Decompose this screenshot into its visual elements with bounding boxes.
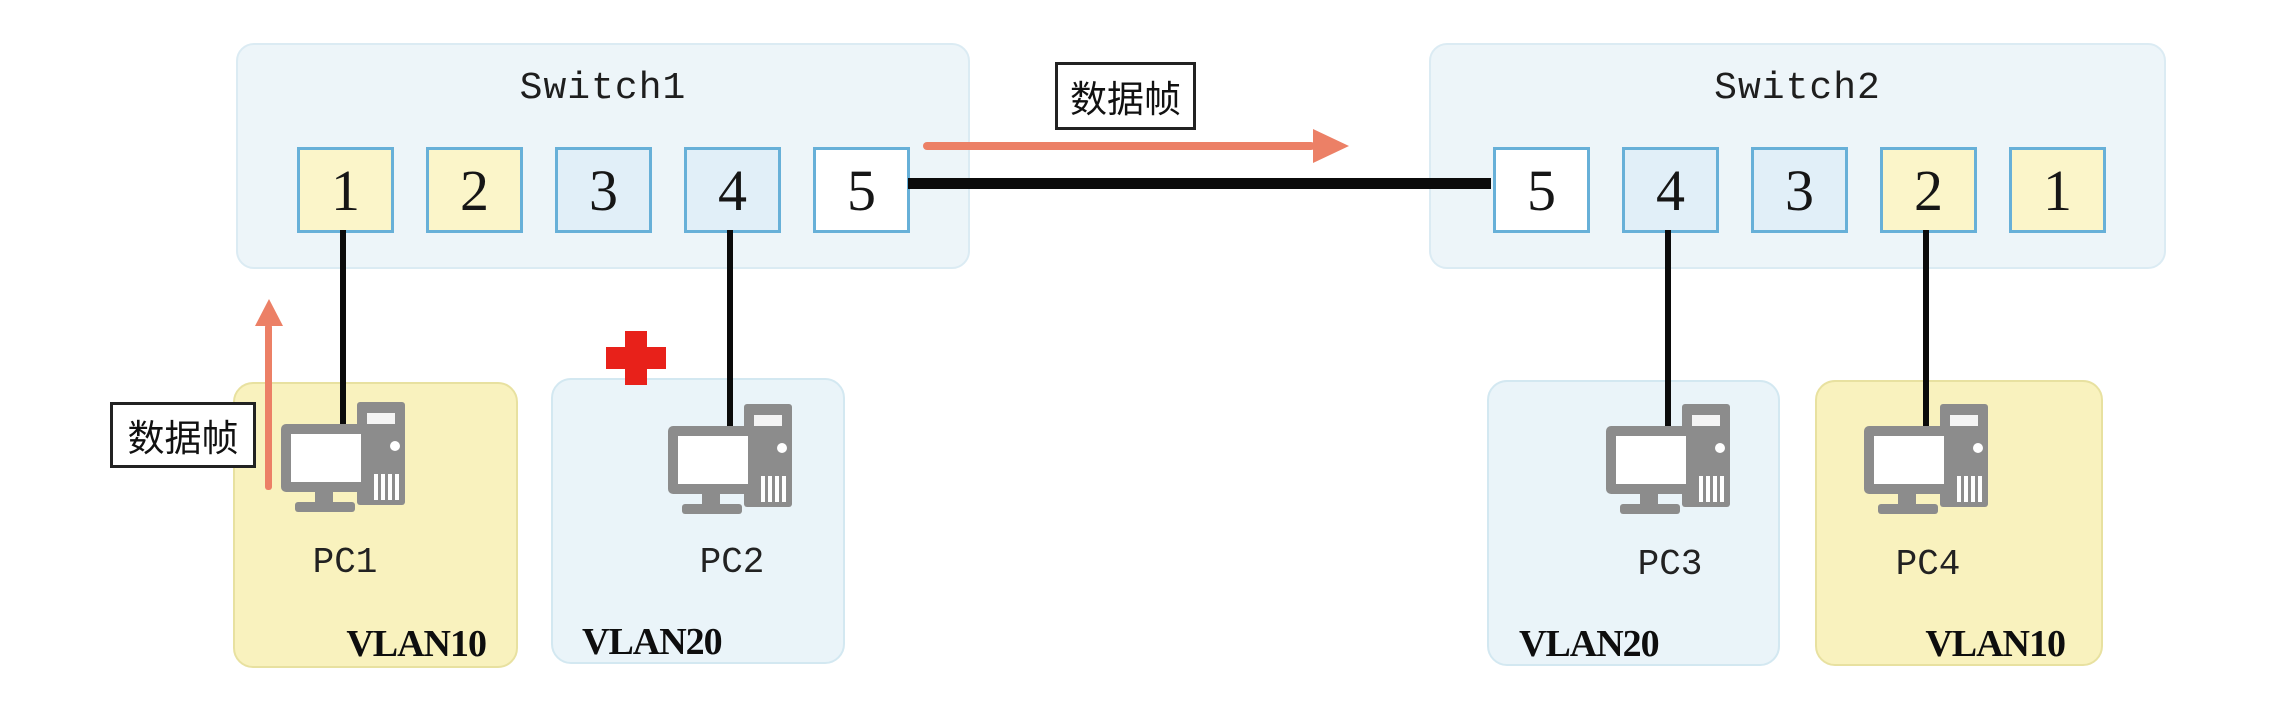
switch2-box: Switch2 5 4 3 2 1: [1429, 43, 2166, 269]
trunk-link-switch1-switch2: [908, 178, 1491, 189]
port-label: 1: [331, 157, 360, 223]
link-switch2p2-pc4: [1923, 230, 1929, 426]
data-frame-label-left: 数据帧: [110, 402, 256, 468]
link-switch2p4-pc3: [1665, 230, 1671, 426]
pc2-name: PC2: [699, 542, 765, 583]
port-label: 4: [1656, 157, 1685, 223]
data-frame-text: 数据帧: [127, 417, 239, 460]
pc4-vlan-label: VLAN10: [1925, 623, 2066, 665]
port-label: 4: [718, 157, 747, 223]
pc3-vlan-label: VLAN20: [1519, 623, 1660, 665]
pc-desktop-icon: [1864, 404, 1988, 514]
port-label: 3: [589, 157, 618, 223]
pc-desktop-icon: [281, 402, 405, 512]
port-label: 1: [2043, 157, 2072, 223]
switch2-port-4: 4: [1622, 147, 1719, 233]
switch1-port-4: 4: [684, 147, 781, 233]
data-frame-label-top: 数据帧: [1055, 62, 1196, 130]
pc-desktop-icon: [668, 404, 792, 514]
pc3-box: PC3 VLAN20: [1487, 380, 1780, 666]
switch1-port-2: 2: [426, 147, 523, 233]
data-frame-text: 数据帧: [1070, 78, 1181, 121]
port-label: 3: [1785, 157, 1814, 223]
pc1-box: PC1 VLAN10: [233, 382, 518, 668]
switch1-port-5: 5: [813, 147, 910, 233]
switch2-port-3: 3: [1751, 147, 1848, 233]
port-label: 2: [460, 157, 489, 223]
switch1-title: Switch1: [519, 67, 687, 110]
pc-desktop-icon: [1606, 404, 1730, 514]
pc4-name: PC4: [1895, 544, 1961, 585]
pc2-vlan-label: VLAN20: [582, 621, 723, 663]
port-label: 2: [1914, 157, 1943, 223]
switch2-port-2: 2: [1880, 147, 1977, 233]
pc2-box: PC2 VLAN20: [551, 378, 845, 664]
frame-right-arrow-shaft: [923, 142, 1315, 150]
switch1-port-1: 1: [297, 147, 394, 233]
pc4-box: PC4 VLAN10: [1815, 380, 2103, 666]
switch1-box: Switch1 1 2 3 4 5: [236, 43, 970, 269]
port-label: 5: [1527, 157, 1556, 223]
switch2-title: Switch2: [1714, 67, 1881, 110]
blocked-indicator-plus-icon: [606, 331, 666, 385]
link-switch1p4-pc2: [727, 230, 733, 426]
pc1-name: PC1: [312, 542, 378, 583]
switch1-port-3: 3: [555, 147, 652, 233]
pc3-name: PC3: [1637, 544, 1703, 585]
port-label: 5: [847, 157, 876, 223]
pc1-vlan-label: VLAN10: [346, 623, 487, 665]
frame-up-arrow-shaft: [265, 324, 272, 490]
switch2-port-1: 1: [2009, 147, 2106, 233]
frame-right-arrow-head-icon: [1313, 129, 1349, 163]
switch2-port-5: 5: [1493, 147, 1590, 233]
frame-up-arrow-head-icon: [255, 299, 283, 326]
link-switch1p1-pc1: [340, 230, 346, 426]
